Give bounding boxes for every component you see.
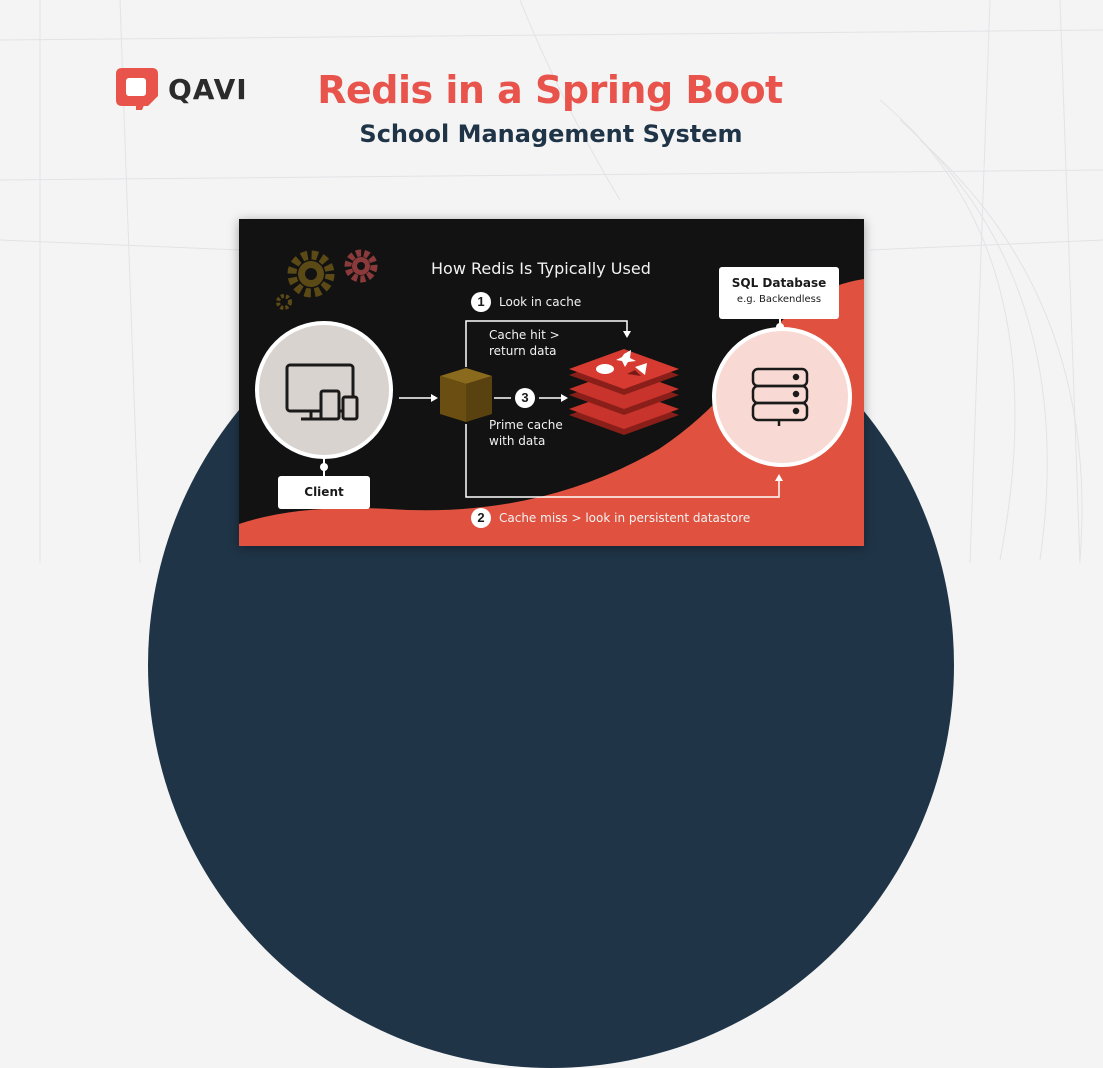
diagram-graphics	[239, 249, 864, 546]
step-3-text: Prime cache with data	[489, 417, 563, 449]
gear-icon	[287, 250, 335, 298]
step-1-text: Look in cache	[499, 295, 582, 309]
arrow-icon	[399, 394, 438, 402]
coral-wave	[239, 279, 864, 546]
client-label: Client	[278, 476, 370, 509]
diagram-heading: How Redis Is Typically Used	[431, 259, 651, 278]
database-circle	[712, 327, 852, 467]
arrow-icon	[775, 474, 783, 481]
step-3-line-2: with data	[489, 434, 546, 448]
page-title: Redis in a Spring Boot	[317, 68, 783, 112]
qavi-logo-icon	[116, 68, 158, 110]
background-grid	[0, 0, 1103, 563]
arrow-icon	[623, 331, 631, 338]
gear-icon	[344, 249, 378, 283]
cube-icon	[440, 368, 492, 422]
cache-hit-line-1: Cache hit >	[489, 328, 560, 342]
brand[interactable]: QAVI	[114, 66, 248, 112]
arrow-icon	[561, 394, 568, 402]
sql-database-label: SQL Database e.g. Backendless	[719, 267, 839, 319]
database-example: e.g. Backendless	[736, 294, 822, 305]
database-name: SQL Database	[731, 276, 827, 290]
step-2-badge: 2	[471, 508, 491, 528]
page-subtitle: School Management System	[359, 120, 743, 148]
step-2-text: Cache miss > look in persistent datastor…	[499, 511, 751, 525]
cache-hit-line-2: return data	[489, 344, 557, 358]
database-icon	[751, 367, 809, 426]
step-3-badge: 3	[515, 388, 535, 408]
cache-hit-text: Cache hit > return data	[489, 327, 560, 359]
gear-icon	[276, 294, 292, 310]
diagram-panel: How Redis Is Typically Used 1 Look in ca…	[239, 219, 864, 546]
step-1-badge: 1	[471, 292, 491, 312]
monitor-devices-icon	[285, 363, 359, 421]
step-3-line-1: Prime cache	[489, 418, 563, 432]
redis-logo-icon	[569, 349, 679, 435]
brand-name: QAVI	[168, 72, 248, 106]
